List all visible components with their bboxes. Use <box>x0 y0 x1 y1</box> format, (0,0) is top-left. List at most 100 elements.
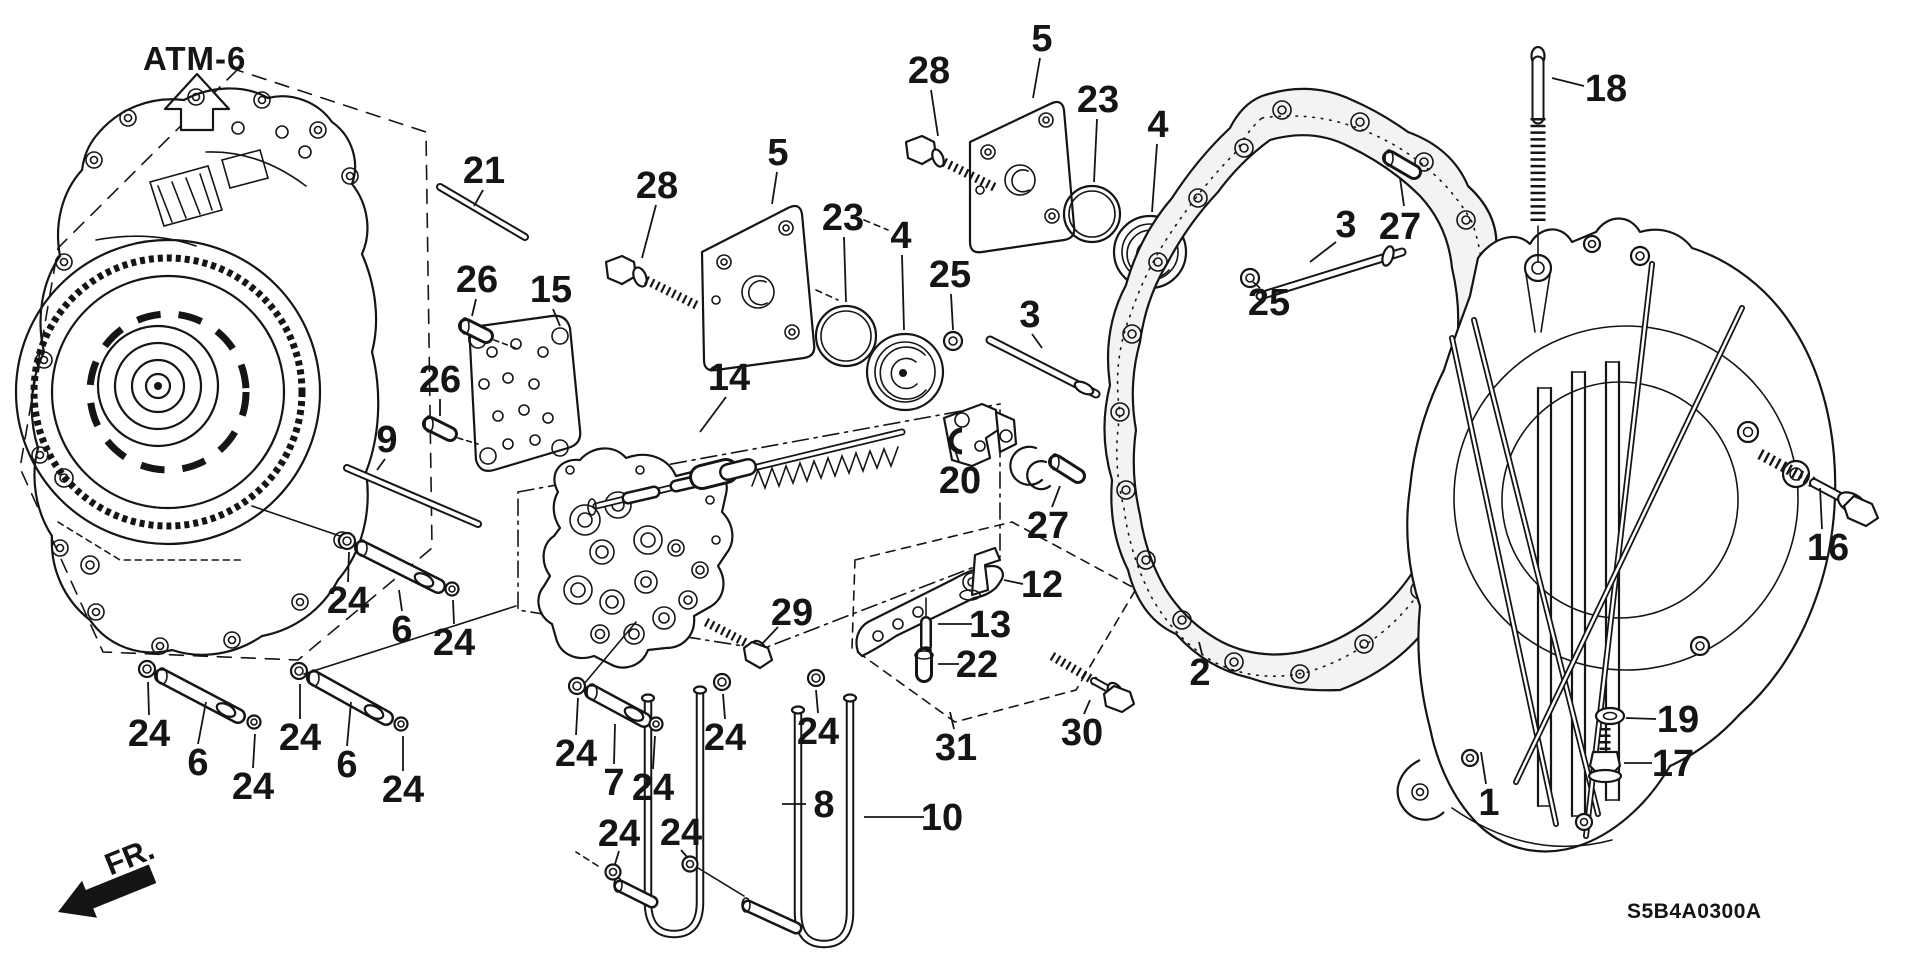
part-callout-23: 23 <box>822 197 864 239</box>
part-callout-2: 2 <box>1189 652 1210 694</box>
callout-leader-31 <box>949 711 955 730</box>
case-bolt-holes <box>31 88 359 655</box>
callout-leader-1 <box>1480 751 1487 785</box>
detent-group-outline <box>851 521 1138 723</box>
detent-arm-31 <box>855 546 1004 683</box>
pin-3-lower <box>985 335 1101 399</box>
pipe-8 <box>613 685 708 939</box>
part-callout-9: 9 <box>376 419 397 461</box>
pin-9 <box>343 464 482 528</box>
callout-leader-7 <box>613 723 616 765</box>
fr-arrow-icon <box>58 864 157 918</box>
part-callout-28: 28 <box>636 165 678 207</box>
part-callout-6: 6 <box>391 609 412 651</box>
part-callout-29: 29 <box>771 592 813 634</box>
pin-21 <box>436 183 529 241</box>
part-callout-5: 5 <box>767 132 788 174</box>
dowel-26-lower <box>422 415 479 445</box>
pin-3-upper <box>1255 245 1407 301</box>
callout-leader-24 <box>252 733 256 769</box>
part-callout-24: 24 <box>555 733 597 775</box>
callout-leader-9 <box>376 458 386 471</box>
callout-leader-28 <box>641 204 657 259</box>
part-callout-4: 4 <box>1147 104 1168 146</box>
part-callout-16: 16 <box>1807 527 1849 569</box>
joint-pipe-6-b <box>137 659 262 730</box>
joint-pipe-6-c <box>289 661 409 732</box>
fr-direction: FR. <box>58 831 159 918</box>
part-callout-24: 24 <box>279 717 321 759</box>
dowel-26-upper <box>458 317 519 350</box>
callout-leader-5 <box>1032 57 1041 99</box>
callout-leader-12 <box>1003 579 1024 585</box>
part-callout-20: 20 <box>939 460 981 502</box>
part-callout-14: 14 <box>708 357 750 399</box>
part-callout-19: 19 <box>1657 699 1699 741</box>
callout-leader-26 <box>471 298 477 317</box>
part-callout-26: 26 <box>456 259 498 301</box>
part-callout-27: 27 <box>1379 206 1421 248</box>
callout-leader-24 <box>452 599 455 625</box>
atm6-reference: ATM-6 <box>143 40 246 132</box>
pipe-seal-washers-24 <box>575 668 826 897</box>
callout-leader-3 <box>1309 241 1337 263</box>
part-callout-24: 24 <box>660 812 702 854</box>
part-callout-24: 24 <box>598 813 640 855</box>
callout-leader-29 <box>761 626 779 645</box>
part-callout-24: 24 <box>327 580 369 622</box>
part-callout-30: 30 <box>1061 712 1103 754</box>
callout-leader-20 <box>954 449 960 463</box>
callout-leader-30 <box>1083 699 1091 715</box>
part-callout-8: 8 <box>813 784 834 826</box>
callout-leader-24 <box>147 681 150 716</box>
part-callout-6: 6 <box>336 744 357 786</box>
part-callout-23: 23 <box>1077 79 1119 121</box>
callout-leader-24 <box>652 735 656 770</box>
part-callout-4: 4 <box>890 215 911 257</box>
valve-body-14 <box>537 447 734 669</box>
bolt-17 <box>1587 728 1623 784</box>
callout-leader-19 <box>1625 717 1657 720</box>
callout-leader-6 <box>398 589 403 612</box>
part-callout-27: 27 <box>1027 505 1069 547</box>
callout-leader-16 <box>1819 487 1823 530</box>
part-callout-24: 24 <box>704 717 746 759</box>
part-callout-24: 24 <box>128 713 170 755</box>
bolt-28-top <box>904 134 999 193</box>
callout-leader-27 <box>1051 485 1061 508</box>
joint-pipe-6-a <box>337 531 460 597</box>
valve-body-group-outline <box>517 403 1001 650</box>
part-callout-21: 21 <box>463 150 505 192</box>
part-callout-25: 25 <box>929 254 971 296</box>
shift-rod-assembly <box>587 402 1052 516</box>
callout-leader-25 <box>1252 281 1261 289</box>
part-callout-17: 17 <box>1652 743 1694 785</box>
part-callout-31: 31 <box>935 727 977 769</box>
callout-leader-6 <box>346 701 352 747</box>
atm6-label: ATM-6 <box>143 40 246 77</box>
stud-18 <box>1530 45 1546 263</box>
callout-leader-23 <box>1093 118 1098 183</box>
spring-set-4-left <box>865 332 945 412</box>
part-callout-13: 13 <box>969 604 1011 646</box>
part-callout-3: 3 <box>1019 294 1040 336</box>
part-callout-15: 15 <box>530 269 572 311</box>
atm6-dashed-boundary <box>19 69 433 661</box>
callout-leader-24 <box>722 693 726 720</box>
part-callout-24: 24 <box>797 711 839 753</box>
callout-leader-23 <box>843 236 847 303</box>
part-callout-1: 1 <box>1478 782 1499 824</box>
part-callout-24: 24 <box>632 767 674 809</box>
part-callout-5: 5 <box>1031 18 1052 60</box>
washer-25-left <box>942 330 964 352</box>
part-callout-6: 6 <box>187 742 208 784</box>
part-callout-3: 3 <box>1335 204 1356 246</box>
bracket-5-left <box>700 204 839 372</box>
callout-leader-27 <box>1399 177 1405 207</box>
callout-leader-24 <box>347 551 350 583</box>
up-arrow-icon <box>163 72 231 132</box>
part-callout-24: 24 <box>382 769 424 811</box>
callout-leader-4 <box>901 254 905 331</box>
